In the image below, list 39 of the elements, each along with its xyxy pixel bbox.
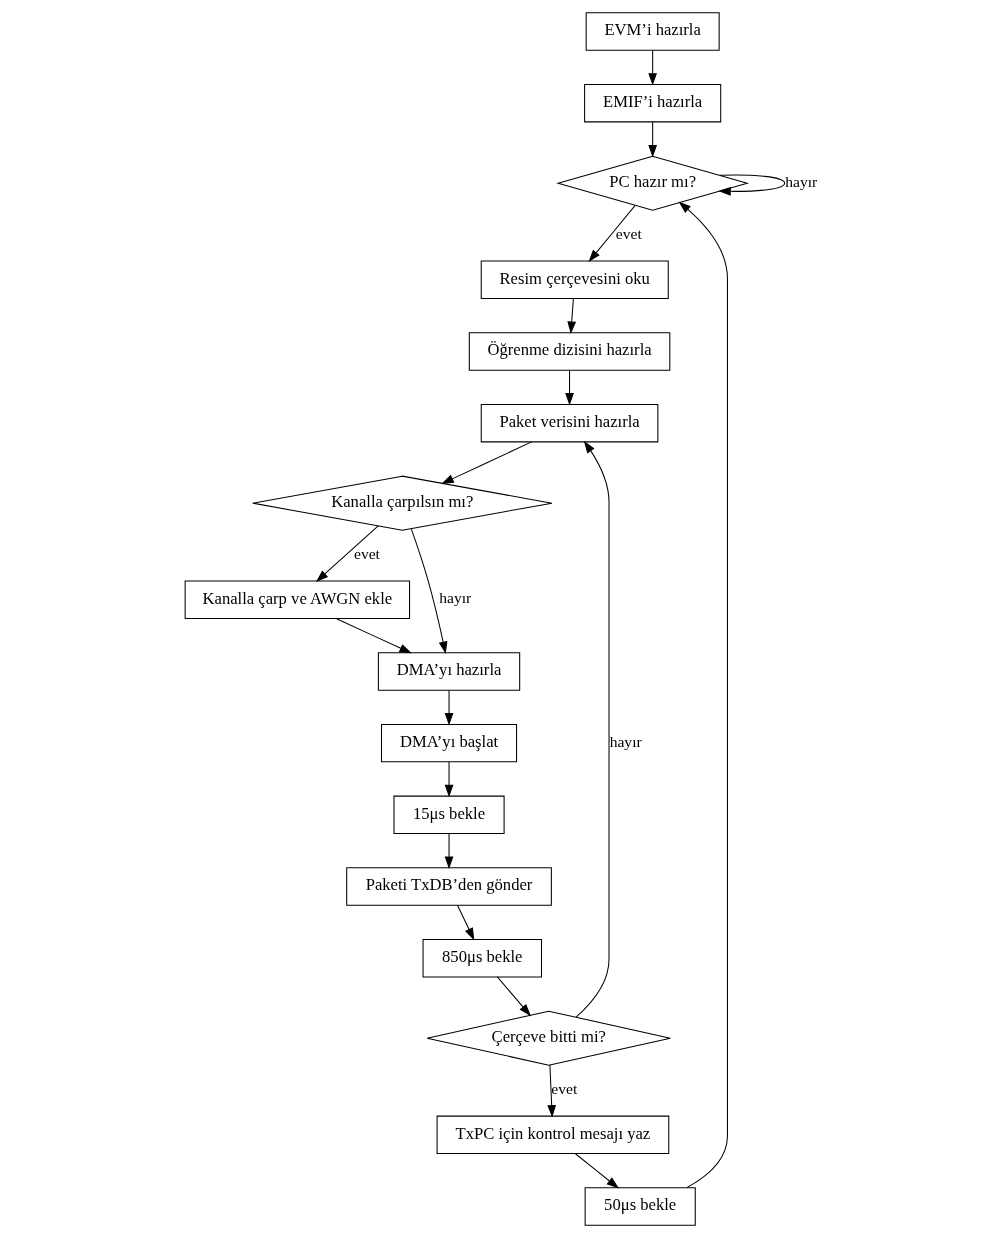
arrow	[410, 528, 447, 655]
node-box: Öğrenme dizisini hazırla	[468, 332, 670, 371]
arrow	[677, 201, 728, 1189]
edge-label: hayır	[609, 732, 642, 750]
arrow	[566, 298, 576, 334]
arrow	[315, 525, 379, 582]
arrow	[546, 1064, 556, 1118]
edge-label: evet	[353, 545, 380, 563]
node-box: 850μs bekle	[422, 939, 542, 978]
arrow	[647, 121, 657, 158]
node-diamond: Çerçeve bitti mi?	[426, 1010, 671, 1066]
node-box: EVM’i hazırla	[585, 12, 720, 51]
node-box: 50μs bekle	[584, 1187, 696, 1226]
arrow	[335, 618, 412, 654]
arrow	[456, 904, 474, 941]
arrow	[496, 976, 531, 1017]
arrow	[587, 205, 635, 263]
node-box: DMA’yı başlat	[380, 723, 517, 763]
arrow	[717, 174, 785, 196]
edge-label: hayır	[784, 172, 817, 190]
edge-label: evet	[550, 1080, 577, 1098]
arrow	[564, 369, 574, 406]
arrow	[440, 441, 532, 484]
edge-label: hayır	[438, 589, 471, 607]
arrow	[647, 49, 657, 86]
node-box: Kanalla çarp ve AWGN ekle	[184, 580, 410, 619]
node-box: Resim çerçevesini oku	[480, 260, 669, 299]
node-box: 15μs bekle	[392, 795, 505, 835]
arrow	[444, 833, 453, 869]
arrow	[444, 761, 453, 798]
node-box: TxPC için kontrol mesajı yaz	[436, 1115, 669, 1155]
node-box: Paket verisini hazırla	[480, 403, 658, 443]
node-box: Paketi TxDB’den gönder	[345, 867, 552, 906]
node-box: EMIF’i hazırla	[583, 83, 721, 123]
node-box: DMA’yı hazırla	[377, 652, 520, 691]
arrow	[444, 689, 453, 726]
arrow	[575, 440, 610, 1018]
edge-label: evet	[615, 225, 642, 243]
arrow	[574, 1153, 619, 1189]
